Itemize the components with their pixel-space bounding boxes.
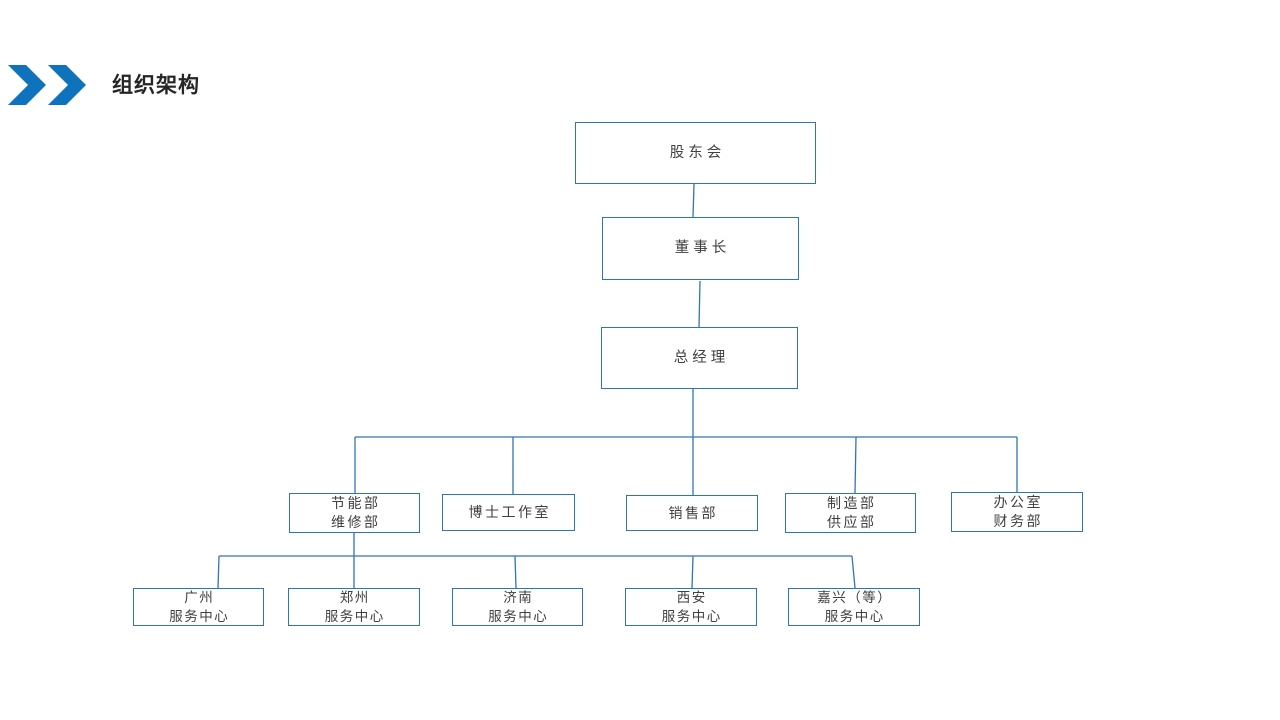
org-node-label: 广州 xyxy=(184,590,215,605)
org-node-guangzhou-center: 广州服务中心 xyxy=(133,588,264,626)
org-node-general-manager: 总经理 xyxy=(601,327,798,389)
org-node-jiaxing-center: 嘉兴（等） 服务中心 xyxy=(788,588,920,626)
double-chevron-icon xyxy=(8,65,86,105)
org-node-label: 郑州 xyxy=(339,590,370,605)
org-node-zhengzhou-center: 郑州服务中心 xyxy=(288,588,420,626)
connector-line xyxy=(854,436,857,494)
org-node-label: 总经理 xyxy=(673,349,730,366)
org-node-label: 供应部 xyxy=(827,514,877,530)
org-node-sales-dept: 销售部 xyxy=(626,495,758,531)
org-node-label: 服务中心 xyxy=(169,609,230,624)
connector-line xyxy=(698,280,701,328)
connector-line xyxy=(692,183,695,218)
org-node-label: 销售部 xyxy=(668,504,718,521)
connector-line xyxy=(514,555,517,589)
page-title: 组织架构 xyxy=(112,74,200,97)
connector-line xyxy=(691,555,694,589)
org-node-shareholders-meeting: 股东会 xyxy=(575,122,816,184)
org-node-chairman: 董事长 xyxy=(602,217,799,280)
org-node-label: 办公室 xyxy=(993,494,1043,510)
org-node-office-finance: 办公室财务部 xyxy=(951,492,1083,532)
slide-header: 组织架构 xyxy=(0,0,1280,120)
org-node-energy-maintenance: 节能部维修部 xyxy=(289,493,420,533)
org-node-label: 董事长 xyxy=(674,240,731,256)
org-node-xian-center: 西安服务中心 xyxy=(625,588,757,626)
org-node-label: 济南 xyxy=(503,590,534,605)
org-node-label: 博士工作室 xyxy=(468,504,551,520)
org-node-label: 股东会 xyxy=(669,144,726,161)
org-node-label: 嘉兴（等） xyxy=(817,590,893,605)
chevron-right-icon xyxy=(8,65,46,105)
connector-line xyxy=(217,555,220,589)
org-node-label: 制造部 xyxy=(827,495,877,511)
chevron-right-icon xyxy=(48,65,86,105)
org-node-doctor-studio: 博士工作室 xyxy=(442,494,575,531)
org-node-label: 节能部 xyxy=(331,495,381,511)
org-node-label: 服务中心 xyxy=(324,609,385,624)
org-node-label: 服务中心 xyxy=(488,609,549,624)
org-node-label: 服务中心 xyxy=(661,609,722,624)
connector-line xyxy=(851,555,856,589)
org-node-label: 西安 xyxy=(676,590,707,605)
org-node-label: 维修部 xyxy=(331,514,381,530)
org-node-label: 服务中心 xyxy=(824,609,885,624)
org-node-label: 财务部 xyxy=(993,513,1043,529)
org-node-manufacturing-supply: 制造部供应部 xyxy=(785,493,916,533)
org-node-jinan-center: 济南服务中心 xyxy=(452,588,583,626)
